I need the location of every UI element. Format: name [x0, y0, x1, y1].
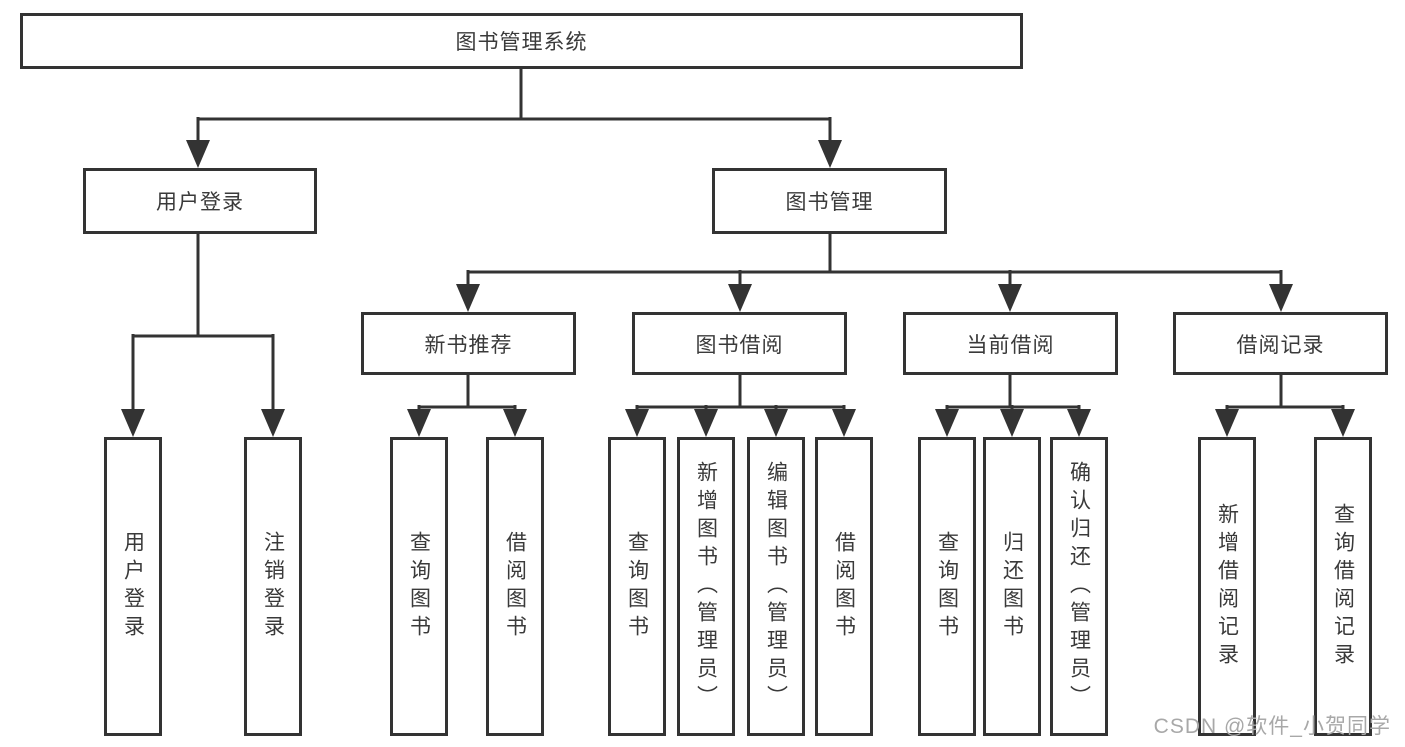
new-book-recommend-label: 新书推荐 [424, 333, 513, 357]
leaf-borrow-books-label: 借阅图书 [832, 530, 856, 643]
leaf-add-borrow-record-label: 新增借阅记录 [1215, 502, 1239, 671]
leaf-confirm-return-admin-label: 确认归还（管理员） [1067, 460, 1091, 713]
leaf-edit-books-admin-label: 编辑图书（管理员） [764, 460, 788, 713]
leaf-box-query-books-recommend: 查询图书 [390, 437, 448, 736]
level3-box-book-borrow: 图书借阅 [632, 312, 847, 375]
book-borrow-label: 图书借阅 [695, 333, 784, 357]
leaf-box-query-books-current: 查询图书 [918, 437, 976, 736]
level3-box-current-borrow: 当前借阅 [903, 312, 1118, 375]
leaf-box-confirm-return-admin: 确认归还（管理员） [1050, 437, 1108, 736]
leaf-box-return-books: 归还图书 [983, 437, 1041, 736]
user-login-label: 用户登录 [156, 191, 244, 214]
leaf-logout-label: 注销登录 [261, 530, 285, 643]
leaf-box-add-borrow-record: 新增借阅记录 [1198, 437, 1256, 736]
level3-box-borrow-record: 借阅记录 [1173, 312, 1388, 375]
leaf-box-logout: 注销登录 [244, 437, 302, 736]
leaf-box-add-books-admin: 新增图书（管理员） [677, 437, 735, 736]
level3-box-new-book-recommend: 新书推荐 [361, 312, 576, 375]
book-management-label: 图书管理 [785, 191, 874, 214]
leaf-box-edit-books-admin: 编辑图书（管理员） [747, 437, 805, 736]
borrow-record-label: 借阅记录 [1236, 333, 1325, 357]
level2-box-book-management: 图书管理 [712, 168, 947, 234]
leaf-add-books-admin-label: 新增图书（管理员） [694, 460, 718, 713]
root-label: 图书管理系统 [455, 31, 588, 54]
leaf-query-borrow-record-label: 查询借阅记录 [1331, 502, 1355, 671]
current-borrow-label: 当前借阅 [966, 333, 1055, 357]
leaf-user-login-label: 用户登录 [121, 530, 145, 643]
leaf-box-query-books-borrow: 查询图书 [608, 437, 666, 736]
leaf-box-query-borrow-record: 查询借阅记录 [1314, 437, 1372, 736]
leaf-box-user-login: 用户登录 [104, 437, 162, 736]
csdn-watermark: CSDN @软件_小贺同学 [1153, 715, 1391, 738]
leaf-query-books-borrow-label: 查询图书 [625, 530, 649, 643]
leaf-borrow-books-recommend-label: 借阅图书 [503, 530, 527, 643]
root-box-library-management-system: 图书管理系统 [20, 13, 1023, 69]
level2-box-user-login: 用户登录 [83, 168, 317, 234]
leaf-query-books-current-label: 查询图书 [935, 530, 959, 643]
leaf-box-borrow-books-recommend: 借阅图书 [486, 437, 544, 736]
leaf-return-books-label: 归还图书 [1000, 530, 1024, 643]
leaf-box-borrow-books: 借阅图书 [815, 437, 873, 736]
leaf-query-books-recommend-label: 查询图书 [407, 530, 431, 643]
